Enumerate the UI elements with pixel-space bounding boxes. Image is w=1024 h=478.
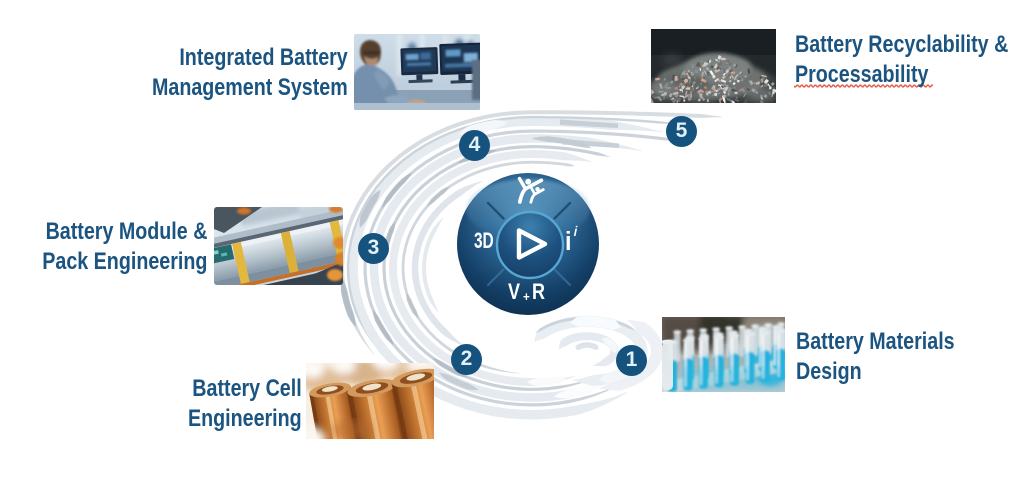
svg-text:V: V (508, 280, 521, 304)
svg-text:i: i (572, 223, 579, 239)
svg-text:R: R (532, 280, 545, 304)
svg-text:3D: 3D (474, 229, 494, 253)
svg-text:+: + (523, 289, 530, 304)
svg-text:i: i (565, 228, 572, 256)
